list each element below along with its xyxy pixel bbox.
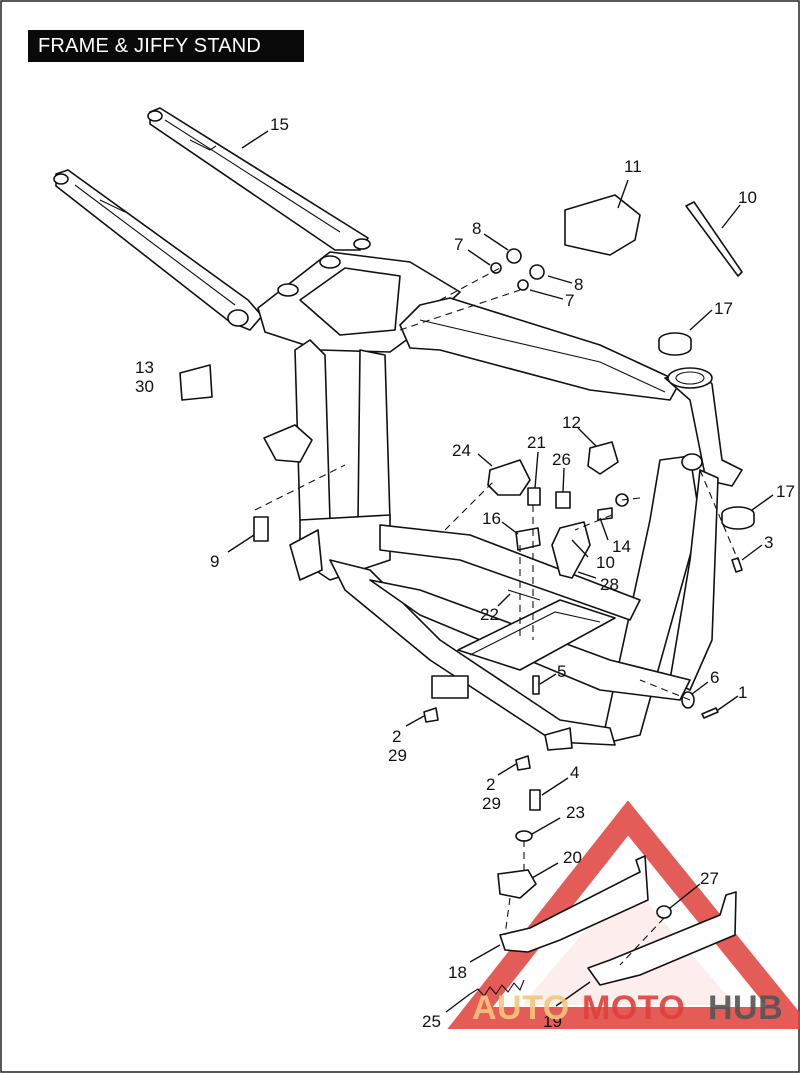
assembly-lines: [254, 267, 739, 966]
diagram-title: FRAME & JIFFY STAND: [28, 30, 304, 62]
callout-1: 1: [738, 683, 747, 702]
callout-15: 15: [270, 115, 289, 134]
callout-8-upper: 8: [472, 219, 481, 238]
callout-17-lower: 17: [776, 482, 795, 501]
jiffy-stand: [469, 789, 737, 997]
callout-27: 27: [700, 869, 719, 888]
part-strap: [685, 201, 743, 277]
callout-9: 9: [210, 552, 219, 571]
callout-25: 25: [422, 1012, 441, 1031]
upper-frame: [257, 238, 743, 743]
callout-14: 14: [612, 537, 631, 556]
watermark-auto: AUTO: [472, 989, 570, 1027]
callout-18: 18: [448, 963, 467, 982]
part-cover: [564, 194, 641, 256]
callout-12: 12: [562, 413, 581, 432]
callout-17-upper: 17: [714, 299, 733, 318]
leader-lines: [227, 130, 774, 1013]
callout-5: 5: [557, 662, 566, 681]
callout-29-lower: 29: [482, 794, 501, 813]
watermark-moto: MOTO: [582, 989, 685, 1027]
callout-19: 19: [543, 1012, 562, 1031]
rear-frame-rails: [53, 107, 369, 331]
callout-6: 6: [710, 668, 719, 687]
callout-26: 26: [552, 450, 571, 469]
callout-8-lower: 8: [574, 275, 583, 294]
callout-24: 24: [452, 441, 471, 460]
callout-20: 20: [563, 848, 582, 867]
callout-29-upper: 29: [388, 746, 407, 765]
callout-labels: 15 11 10 8 7 8 7 17 13 30 24 21 12 26 17…: [135, 115, 795, 1031]
callout-2-upper: 2: [392, 727, 401, 746]
callout-2-lower: 2: [486, 775, 495, 794]
watermark-text: AUTO MOTO HUB: [472, 989, 783, 1027]
callout-23: 23: [566, 803, 585, 822]
callout-16: 16: [482, 509, 501, 528]
callout-11: 11: [624, 157, 642, 176]
callout-10-strap: 10: [738, 188, 757, 207]
callout-22: 22: [480, 605, 499, 624]
callout-10-bracket: 10: [596, 553, 615, 572]
part-label-plate: [179, 364, 213, 401]
callout-7-lower: 7: [565, 291, 574, 310]
callout-4: 4: [570, 763, 579, 782]
callout-30: 30: [135, 377, 154, 396]
callout-28: 28: [600, 575, 619, 594]
callout-7-upper: 7: [454, 235, 463, 254]
callout-21: 21: [527, 433, 546, 452]
watermark-hub: HUB: [708, 989, 783, 1027]
lower-frame: [289, 339, 691, 751]
callout-3: 3: [764, 533, 773, 552]
callout-13: 13: [135, 358, 154, 377]
